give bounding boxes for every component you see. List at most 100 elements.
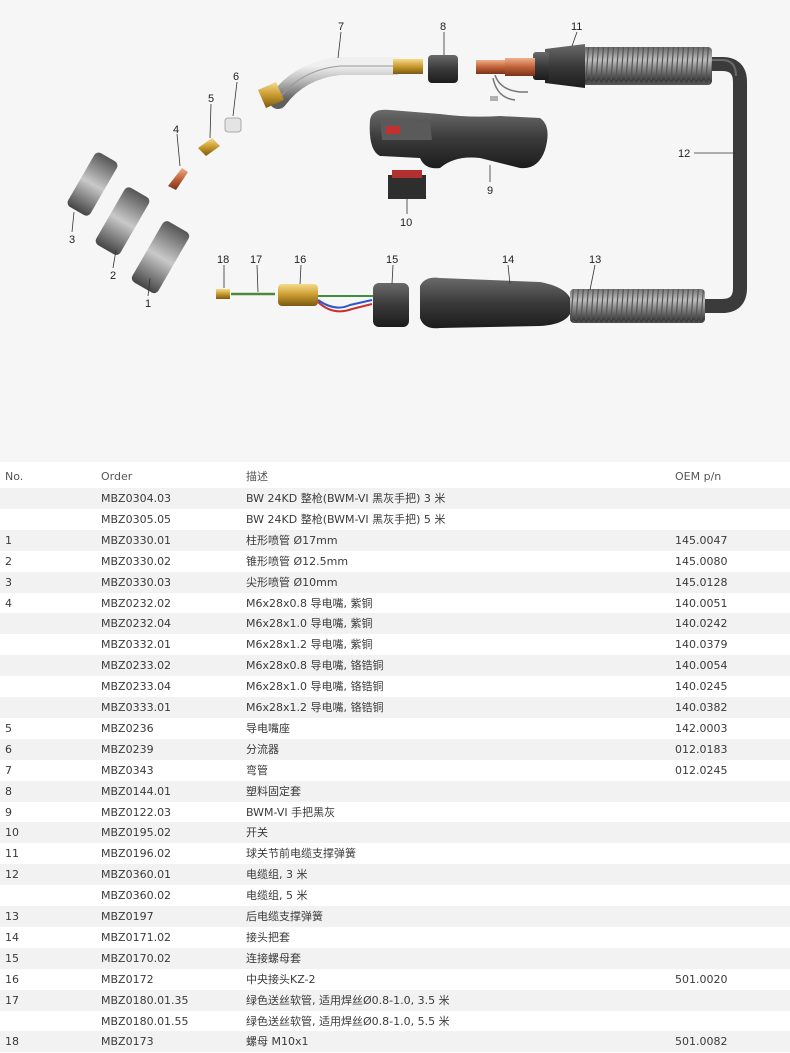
cell-description: 塑料固定套 xyxy=(246,784,301,798)
cell-no: 8 xyxy=(5,784,12,798)
exploded-parts-diagram: 1 2 3 4 5 6 7 8 9 10 11 12 13 14 15 16 1… xyxy=(0,0,790,462)
cell-no: 5 xyxy=(5,721,12,735)
callout-13: 13 xyxy=(589,254,601,266)
cell-order: MBZ0233.02 xyxy=(101,659,172,673)
cell-order: MBZ0360.01 xyxy=(101,868,172,882)
cell-description: 连接螺母套 xyxy=(246,951,301,965)
cell-oem: 140.0379 xyxy=(675,638,728,652)
plastic-fixing-sleeve xyxy=(428,55,458,83)
cell-oem: 140.0245 xyxy=(675,680,728,694)
cell-no: 6 xyxy=(5,742,12,756)
rear-cable-spring xyxy=(570,289,705,323)
cell-no: 11 xyxy=(5,847,19,861)
cell-oem: 145.0047 xyxy=(675,533,728,547)
contact-tip xyxy=(168,168,188,190)
callout-12: 12 xyxy=(678,148,690,160)
cell-description: BW 24KD 整枪(BWM-VI 黑灰手把) 3 米 xyxy=(246,492,446,505)
cell-oem: 140.0382 xyxy=(675,701,728,714)
cell-order: MBZ0197 xyxy=(101,910,154,923)
table-row: 11 MBZ0196.02 球关节前电缆支撑弹簧 xyxy=(0,843,790,864)
cell-oem: 501.0020 xyxy=(675,972,728,986)
cell-order: MBZ0330.01 xyxy=(101,533,172,547)
cell-description: 锥形喷管 Ø12.5mm xyxy=(246,554,349,568)
cell-order: MBZ0330.03 xyxy=(101,575,172,589)
cell-description: BWM-VI 手把黑灰 xyxy=(246,805,336,819)
cell-order: MBZ0360.02 xyxy=(101,889,172,903)
cell-description: 球关节前电缆支撑弹簧 xyxy=(246,847,356,861)
swan-neck xyxy=(269,57,404,109)
callout-14: 14 xyxy=(502,254,514,266)
cell-order: MBZ0239 xyxy=(101,742,154,756)
leader-lines xyxy=(71,31,736,297)
table-row: MBZ0304.03 BW 24KD 整枪(BWM-VI 黑灰手把) 3 米 xyxy=(0,488,790,509)
cell-no: 10 xyxy=(5,826,19,840)
cell-description: M6x28x1.0 导电嘴, 铬锆铜 xyxy=(246,680,384,694)
cell-description: 接头把套 xyxy=(246,930,290,944)
callout-8: 8 xyxy=(440,21,446,33)
callout-9: 9 xyxy=(487,185,493,197)
cell-no: 2 xyxy=(5,554,12,568)
cell-no: 4 xyxy=(5,596,12,610)
cell-oem: 142.0003 xyxy=(675,721,728,735)
header-oem: OEM p/n xyxy=(675,470,722,483)
cell-no: 14 xyxy=(5,930,19,944)
cell-oem: 145.0080 xyxy=(675,554,728,568)
table-row: 10 MBZ0195.02 开关 xyxy=(0,822,790,844)
cell-order: MBZ0232.04 xyxy=(101,617,172,631)
cell-description: 开关 xyxy=(246,826,268,840)
cell-description: 弯管 xyxy=(246,763,268,777)
cell-no: 9 xyxy=(5,805,12,819)
callout-1: 1 xyxy=(145,298,151,310)
cell-order: MBZ0180.01.55 xyxy=(101,1014,189,1028)
table-row: MBZ0360.02 电缆组, 5 米 xyxy=(0,885,790,906)
cell-oem: 145.0128 xyxy=(675,575,728,589)
cell-description: M6x28x1.0 导电嘴, 紫铜 xyxy=(246,617,373,631)
cell-no: 7 xyxy=(5,763,12,777)
cell-description: 中央接头KZ-2 xyxy=(246,972,316,986)
cell-description: M6x28x1.2 导电嘴, 紫铜 xyxy=(246,638,373,652)
gas-diffuser xyxy=(224,117,242,133)
front-cable-spring xyxy=(582,47,712,85)
cell-order: MBZ0233.04 xyxy=(101,680,172,694)
callout-2: 2 xyxy=(110,270,116,282)
table-row: MBZ0180.01.55 绿色送丝软管, 适用焊丝Ø0.8-1.0, 5.5 米 xyxy=(0,1011,790,1032)
nozzle-conical xyxy=(95,187,150,255)
cell-no: 16 xyxy=(5,972,19,986)
cell-description: BW 24KD 整枪(BWM-VI 黑灰手把) 5 米 xyxy=(246,512,446,526)
cell-order: MBZ0304.03 xyxy=(101,492,172,505)
cell-order: MBZ0196.02 xyxy=(101,847,172,861)
cell-oem: 501.0082 xyxy=(675,1035,728,1049)
cell-description: 电缆组, 3 米 xyxy=(246,868,308,882)
cell-order: MBZ0195.02 xyxy=(101,826,172,840)
cable-assembly xyxy=(698,57,747,313)
cell-description: 导电嘴座 xyxy=(246,721,290,735)
cell-no: 15 xyxy=(5,951,19,965)
trigger-switch xyxy=(388,175,426,199)
cell-description: 绿色送丝软管, 适用焊丝Ø0.8-1.0, 5.5 米 xyxy=(246,1014,450,1028)
header-description: 描述 xyxy=(246,470,268,483)
connecting-nut-sleeve xyxy=(373,283,409,327)
table-row: 5 MBZ0236 导电嘴座 142.0003 xyxy=(0,718,790,739)
callout-4: 4 xyxy=(173,124,179,136)
cell-description: 电缆组, 5 米 xyxy=(246,889,308,903)
callout-16: 16 xyxy=(294,254,306,266)
cell-order: MBZ0236 xyxy=(101,721,154,735)
cell-order: MBZ0333.01 xyxy=(101,701,172,714)
nozzle-pointed xyxy=(67,152,118,216)
callout-5: 5 xyxy=(208,93,214,105)
header-no: No. xyxy=(5,470,24,483)
